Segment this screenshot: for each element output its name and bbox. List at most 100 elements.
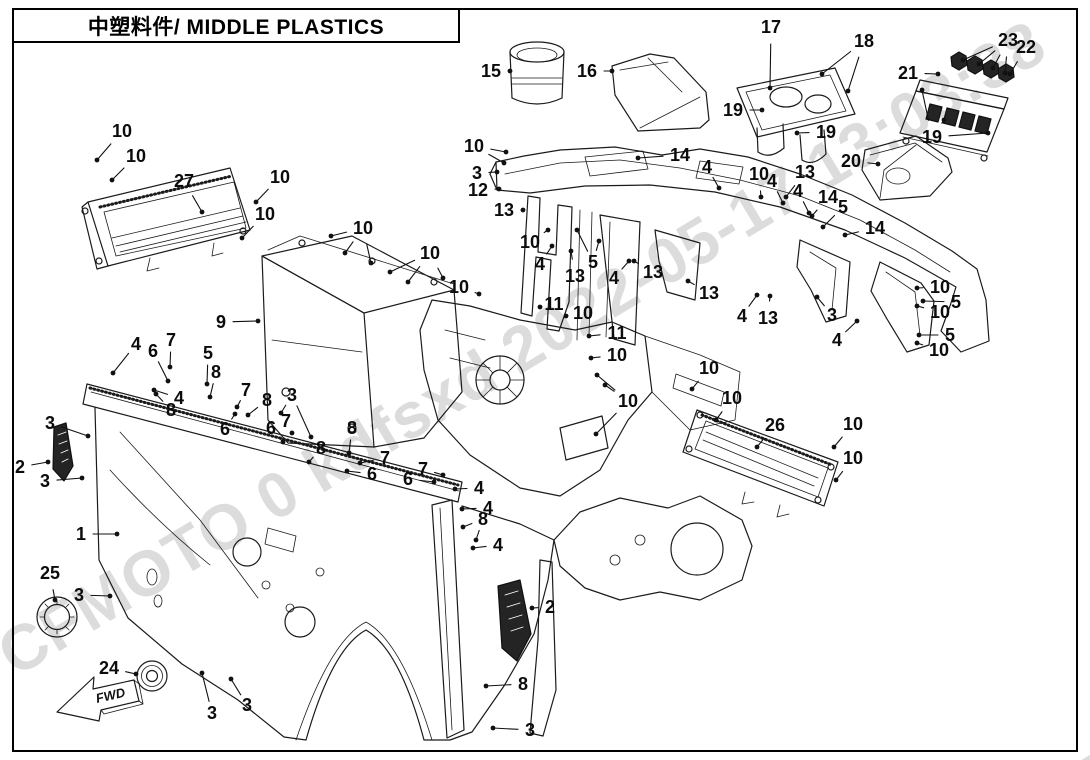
leader-line <box>255 188 269 203</box>
callout-label-4: 4 <box>736 306 748 326</box>
leader-line <box>769 43 772 89</box>
fastener-dot <box>459 506 465 512</box>
fastener-dot <box>245 412 251 418</box>
leader-line <box>821 50 852 75</box>
leader-line <box>169 351 172 368</box>
fastener-dot <box>387 269 393 275</box>
fastener-dot <box>916 332 922 338</box>
fastener-dot <box>405 279 411 285</box>
fastener-dot <box>440 275 446 281</box>
callout-label-12: 12 <box>467 180 489 200</box>
fastener-dot <box>501 160 507 166</box>
callout-label-6: 6 <box>366 464 378 484</box>
fastener-dot <box>460 524 466 530</box>
fastener-dot <box>151 387 157 393</box>
leader-line <box>366 244 372 264</box>
callout-label-21: 21 <box>897 63 919 83</box>
fastener-dot <box>537 304 543 310</box>
fastener-dot <box>831 444 837 450</box>
fastener-dot <box>759 107 765 113</box>
fastener-dot <box>833 477 839 483</box>
callout-label-7: 7 <box>379 448 391 468</box>
callout-label-10: 10 <box>929 277 951 297</box>
callout-label-2: 2 <box>544 597 556 617</box>
fastener-dot <box>976 61 982 67</box>
fastener-dot <box>845 88 851 94</box>
part-27-vent-grille-left <box>81 167 251 272</box>
callout-label-3: 3 <box>39 471 51 491</box>
fastener-dot <box>820 224 826 230</box>
fastener-dot <box>819 71 825 77</box>
fastener-dot <box>609 68 615 74</box>
fastener-dot <box>754 444 760 450</box>
fastener-dot <box>133 671 139 677</box>
fastener-dot <box>431 479 437 485</box>
callout-label-6: 6 <box>219 419 231 439</box>
fastener-dot <box>767 85 773 91</box>
fastener-dot <box>280 439 286 445</box>
fastener-dot <box>490 725 496 731</box>
fastener-dot <box>985 130 991 136</box>
fastener-dot <box>94 157 100 163</box>
fastener-dot <box>165 378 171 384</box>
fastener-dot <box>85 433 91 439</box>
callout-label-19: 19 <box>921 127 943 147</box>
callout-label-10: 10 <box>448 277 470 297</box>
leader-line <box>596 374 616 391</box>
callout-label-4: 4 <box>492 535 504 555</box>
fastener-dot <box>1007 71 1013 77</box>
fastener-dot <box>1002 70 1008 76</box>
leader-line <box>845 320 858 333</box>
callout-label-8: 8 <box>165 400 177 420</box>
part-16-cover <box>611 53 710 132</box>
callout-label-10: 10 <box>352 218 374 238</box>
callout-label-10: 10 <box>269 167 291 187</box>
fastener-dot <box>496 186 502 192</box>
callout-label-7: 7 <box>417 459 429 479</box>
fastener-dot <box>758 194 764 200</box>
fastener-dot <box>716 185 722 191</box>
callout-label-8: 8 <box>210 362 222 382</box>
fastener-dot <box>545 227 551 233</box>
part-9-storage-box <box>261 235 463 448</box>
leader-line <box>96 143 112 161</box>
callout-label-23: 23 <box>997 30 1019 50</box>
callout-label-25: 25 <box>39 563 61 583</box>
leader-line <box>490 148 507 153</box>
callout-label-14: 14 <box>669 145 691 165</box>
fastener-dot <box>342 250 348 256</box>
callout-label-10: 10 <box>928 340 950 360</box>
leader-line <box>576 229 589 252</box>
fastener-dot <box>594 372 600 378</box>
leader-line <box>241 225 254 239</box>
callout-label-8: 8 <box>315 438 327 458</box>
part-1-lower-dash-panel <box>82 383 753 741</box>
fastener-dot <box>586 333 592 339</box>
leader-line <box>847 56 860 92</box>
callout-label-10: 10 <box>929 302 951 322</box>
callout-label-10: 10 <box>698 358 720 378</box>
callout-label-3: 3 <box>241 695 253 715</box>
callout-label-13: 13 <box>794 162 816 182</box>
fastener-dot <box>234 404 240 410</box>
fastener-dot <box>476 291 482 297</box>
fastener-dot <box>563 313 569 319</box>
fastener-dot <box>473 537 479 543</box>
callout-label-19: 19 <box>815 122 837 142</box>
callout-label-5: 5 <box>587 252 599 272</box>
callout-label-6: 6 <box>265 418 277 438</box>
callout-label-7: 7 <box>280 411 292 431</box>
callout-label-3: 3 <box>206 703 218 723</box>
callout-label-13: 13 <box>698 283 720 303</box>
callout-label-22: 22 <box>1015 37 1037 57</box>
fastener-dot <box>470 545 476 551</box>
callout-label-3: 3 <box>524 720 536 740</box>
fwd-label: FWD <box>94 685 127 706</box>
fastener-dot <box>357 460 363 466</box>
part-26-vent-grille-right <box>682 409 839 518</box>
callout-label-10: 10 <box>748 164 770 184</box>
fastener-dot <box>232 411 238 417</box>
